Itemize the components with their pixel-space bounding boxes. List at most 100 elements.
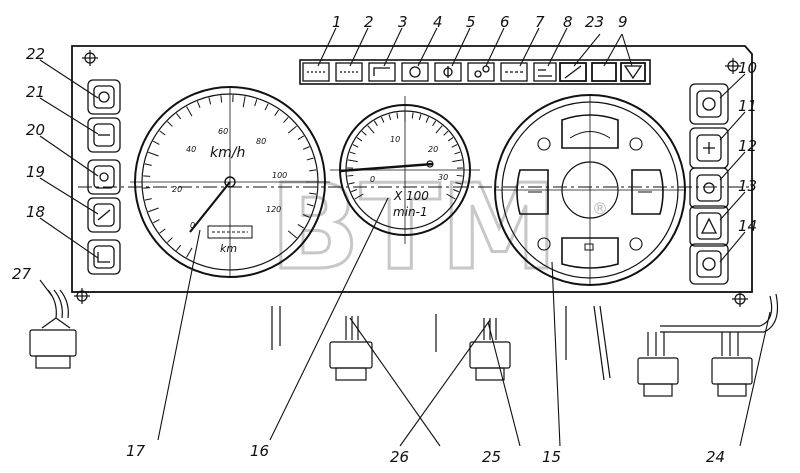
- scale-tick: [352, 144, 359, 148]
- scale-tick: [159, 130, 166, 136]
- indicator-2: [335, 62, 363, 82]
- gauge-window-right: [631, 169, 664, 215]
- callout-4: 4: [433, 13, 443, 31]
- scale-tick: [373, 120, 378, 127]
- speedometer-tick-20: 20: [172, 185, 182, 194]
- connector-26-left: [329, 316, 373, 381]
- wiring-harness: [29, 289, 779, 397]
- callout-21: 21: [26, 83, 45, 101]
- callout-5: 5: [466, 13, 476, 31]
- scale-tick: [347, 159, 358, 163]
- scale-tick: [349, 151, 356, 155]
- switch-13: [689, 205, 729, 247]
- callout-14: 14: [738, 217, 757, 235]
- speedometer-tick-labels: 0 20 40 60 80 100 120: [172, 127, 287, 230]
- tachometer: [330, 96, 480, 244]
- scale-tick: [159, 228, 166, 234]
- callout-20: 20: [26, 121, 45, 139]
- callout-8: 8: [563, 13, 573, 31]
- indicator-7: [500, 62, 528, 82]
- indicator-6: [467, 62, 495, 82]
- tachometer-tick-30: 30: [438, 173, 448, 182]
- scale-tick: [347, 174, 354, 177]
- scale-tick: [152, 219, 160, 224]
- scale-tick: [418, 114, 422, 121]
- speedometer-tick-40: 40: [186, 145, 196, 154]
- callout-1: 1: [332, 13, 342, 31]
- scale-tick: [356, 137, 363, 142]
- callout-16: 16: [250, 442, 269, 460]
- scale-tick: [367, 125, 375, 134]
- watermark-registered-mark: ®: [592, 199, 608, 218]
- scale-tick: [176, 113, 182, 120]
- gauge-window-top: [561, 114, 619, 149]
- scale-tick: [186, 106, 193, 117]
- speedometer-tick-100: 100: [272, 171, 287, 180]
- scale-tick: [220, 95, 223, 103]
- connector-24-left: [637, 332, 679, 397]
- callout-17: 17: [126, 442, 146, 460]
- callout-18: 18: [26, 203, 45, 221]
- scale-tick: [264, 103, 269, 111]
- scale-tick: [443, 130, 449, 136]
- scale-tick: [455, 182, 462, 185]
- scale-tick: [208, 97, 212, 105]
- scale-tick: [254, 99, 258, 107]
- indicator-4: [401, 62, 429, 82]
- mount-mark-bottom-left: [74, 288, 90, 304]
- tachometer-tick-labels: 0 10 20 30: [370, 135, 448, 184]
- indicator-23: [559, 62, 587, 82]
- speedometer-tick-80: 80: [256, 137, 266, 146]
- scale-tick: [309, 169, 317, 172]
- scale-tick: [447, 137, 454, 142]
- scale-tick: [167, 237, 173, 243]
- gauge-window-bottom: [561, 237, 619, 269]
- callout-22: 22: [26, 45, 45, 63]
- switch-22: [87, 79, 121, 115]
- callout-15: 15: [542, 448, 561, 466]
- scale-tick: [274, 109, 280, 116]
- switch-12: [689, 167, 729, 209]
- scale-tick: [435, 125, 443, 134]
- scale-tick: [309, 192, 317, 195]
- scale-tick: [297, 223, 305, 229]
- switch-21: [87, 117, 121, 153]
- scale-tick: [396, 112, 399, 119]
- scale-tick: [454, 151, 461, 155]
- scale-tick: [186, 247, 193, 258]
- right-switches: [689, 83, 729, 285]
- scale-tick: [144, 163, 152, 166]
- scale-tick: [452, 159, 463, 163]
- indicator-9b: [620, 62, 646, 82]
- scale-tick: [283, 117, 289, 123]
- scale-tick: [380, 116, 385, 123]
- scale-tick: [287, 230, 297, 239]
- switch-14: [689, 243, 729, 285]
- scale-tick: [148, 151, 159, 157]
- callout-25: 25: [482, 448, 501, 466]
- panel-body: [71, 45, 753, 293]
- scale-tick: [411, 112, 414, 119]
- callout-13: 13: [738, 177, 757, 195]
- speedometer-tick-0: 0: [190, 221, 195, 230]
- speedometer-unit: km/h: [210, 145, 245, 161]
- scale-tick: [306, 157, 314, 161]
- scale-tick: [432, 120, 437, 127]
- callout-2: 2: [364, 13, 374, 31]
- indicator-5: [434, 62, 462, 82]
- switch-20: [87, 159, 121, 195]
- scale-tick: [351, 189, 357, 193]
- callout-labels: 1 2 3 4 5 6 7 8 23 9 10 11 12 13 14 22 2…: [12, 13, 757, 466]
- callout-27: 27: [12, 265, 32, 283]
- scale-tick: [144, 198, 152, 201]
- indicator-1: [302, 62, 330, 82]
- callout-9: 9: [618, 13, 628, 31]
- tachometer-tick-0: 0: [370, 175, 375, 184]
- indicator-8: [533, 62, 557, 82]
- tachometer-tick-10: 10: [390, 135, 400, 144]
- top-indicator-row: [299, 59, 651, 85]
- scale-tick: [348, 182, 355, 185]
- scale-tick: [287, 125, 297, 134]
- callout-6: 6: [500, 13, 510, 31]
